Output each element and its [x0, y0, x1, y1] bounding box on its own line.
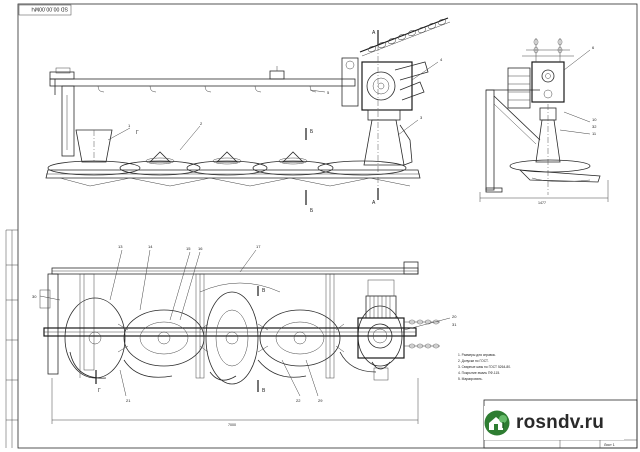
svg-text:6: 6	[592, 45, 595, 50]
svg-text:16: 16	[198, 246, 203, 251]
svg-text:Г: Г	[136, 130, 139, 136]
svg-text:13: 13	[118, 244, 123, 249]
svg-text:15: 15	[186, 246, 191, 251]
house-tree-logo-icon	[484, 410, 510, 436]
svg-text:30: 30	[32, 294, 37, 299]
svg-text:4: 4	[440, 57, 443, 62]
side-view	[479, 38, 609, 202]
svg-text:3. Сварные швы по ГОСТ 5264-80: 3. Сварные швы по ГОСТ 5264-80.	[458, 365, 511, 369]
title-stamp-text: SD 00.00.00МЧ	[31, 6, 68, 12]
front-view	[45, 17, 451, 205]
svg-text:Лист 1: Лист 1	[604, 443, 615, 447]
svg-text:20: 20	[452, 314, 457, 319]
svg-text:11: 11	[592, 131, 597, 136]
svg-text:1: 1	[128, 123, 131, 128]
svg-text:5: 5	[327, 90, 330, 95]
svg-text:Б: Б	[310, 129, 314, 135]
svg-text:3: 3	[420, 115, 423, 120]
svg-text:В: В	[262, 388, 266, 394]
dim-side-width: 1477	[538, 201, 546, 205]
tech-notes: 1. Размеры для справок. 2. Допуски по ГО…	[458, 353, 511, 381]
svg-text:32: 32	[592, 124, 597, 129]
svg-text:2: 2	[200, 121, 203, 126]
svg-text:5. Маркировать.: 5. Маркировать.	[458, 377, 483, 381]
svg-text:17: 17	[256, 244, 261, 249]
svg-text:Б: Б	[310, 208, 314, 214]
svg-text:2. Допуски по ГОСТ.: 2. Допуски по ГОСТ.	[458, 359, 489, 363]
svg-text:4. Покрытие эмаль ПФ-115.: 4. Покрытие эмаль ПФ-115.	[458, 371, 500, 375]
svg-text:31: 31	[452, 322, 457, 327]
sheet-frame	[17, 3, 638, 449]
svg-text:А: А	[372, 30, 376, 36]
svg-text:29: 29	[318, 398, 323, 403]
leader-numbers: 1 2 3 4 5 6 10 11 13 14 15 16 17 20 21 2…	[32, 45, 597, 403]
section-letters: А А Б Б В В Г Г	[98, 30, 376, 394]
svg-text:21: 21	[126, 398, 131, 403]
svg-text:Г: Г	[98, 388, 101, 394]
svg-text:10: 10	[592, 117, 597, 122]
svg-text:14: 14	[148, 244, 153, 249]
title-stamp	[18, 4, 72, 16]
svg-text:А: А	[372, 200, 376, 206]
svg-text:22: 22	[296, 398, 301, 403]
dim-overall-length: 7000	[228, 423, 236, 427]
svg-text:В: В	[262, 288, 266, 294]
svg-text:1. Размеры для справок.: 1. Размеры для справок.	[458, 353, 496, 357]
plan-view	[39, 249, 451, 424]
watermark-text: rosndv.ru	[516, 412, 605, 433]
watermark[interactable]: rosndv.ru	[484, 406, 624, 440]
